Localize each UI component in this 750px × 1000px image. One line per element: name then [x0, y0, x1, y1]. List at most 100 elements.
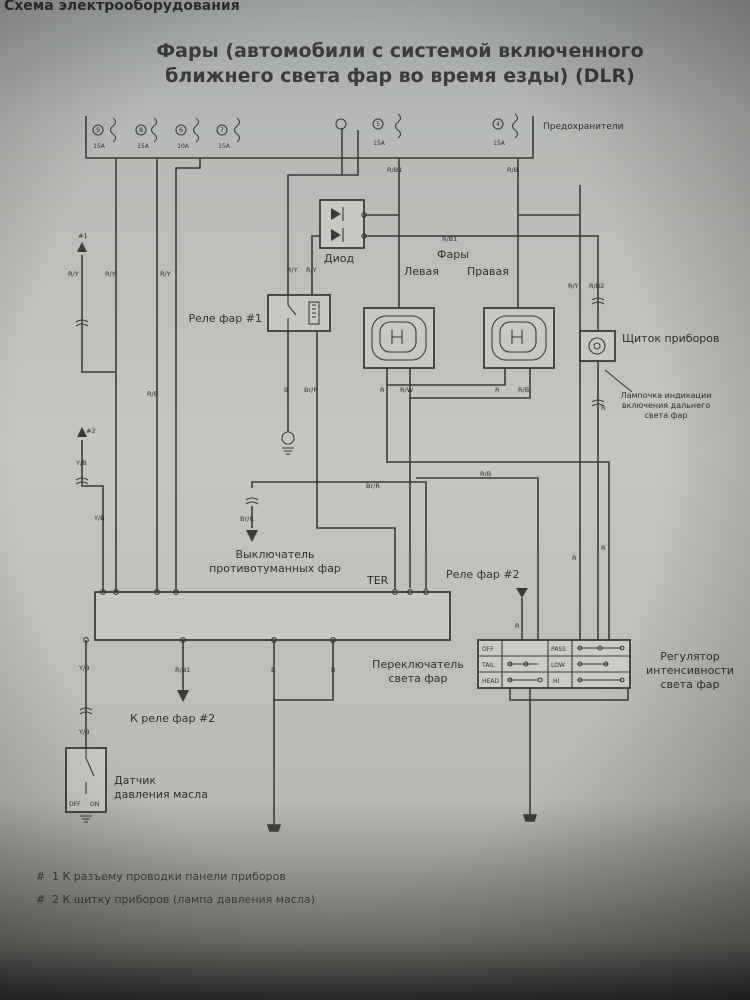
oil-sensor-label-line1: Датчик: [114, 774, 156, 787]
switch-position-table: OFF TAIL HEAD PASS LOW HI Регулятор инте…: [477, 639, 734, 691]
wire-code: Br/R: [366, 482, 380, 490]
wire-code: Br/R: [240, 515, 254, 523]
regulator-label-line3: света фар: [660, 678, 719, 691]
table-mode-low: LOW: [551, 662, 565, 669]
fuse-block-label: Предохранители: [543, 122, 624, 132]
ground-terminal: [522, 814, 538, 822]
running-title: Схема электрооборудования: [4, 0, 240, 14]
light-switch-label-line1: Переключатель: [372, 658, 464, 671]
fuse-7: 7 15A: [216, 117, 241, 150]
fuse-8-rating: 15A: [137, 143, 150, 150]
ter-label: TER: [366, 574, 389, 587]
fog-switch-label-line2: противотуманных фар: [209, 562, 341, 575]
wire-code: R/Y: [287, 266, 298, 274]
wire-code: R: [495, 386, 500, 394]
fuse-7-rating: 15A: [218, 143, 231, 150]
oil-sensor-label-line2: давления масла: [114, 788, 208, 801]
light-switch-label-line2: света фар: [388, 672, 447, 685]
marker-2-label: #2: [86, 427, 96, 435]
wire-code: R/Y: [105, 270, 116, 278]
right-headlight: [483, 307, 555, 369]
light-switch-block: [83, 589, 451, 643]
wire-code: R/B: [518, 386, 529, 394]
to-relay-2: К реле фар #2: [130, 690, 215, 725]
wire-code: R: [601, 404, 606, 412]
wire-code: R: [515, 622, 520, 630]
indicator-label-line2: включения дальнего: [622, 401, 710, 410]
wire-code: R/B: [480, 470, 491, 478]
table-mode-pass: PASS: [551, 646, 566, 653]
fuse-5-rating: 15A: [373, 140, 386, 147]
fog-lamp-switch: Выключатель противотуманных фар: [209, 506, 341, 575]
wire-code: R/B1: [442, 235, 457, 243]
footnotes: # 1 К разъему проводки панели приборов #…: [36, 870, 315, 906]
fuse-4-number: 4: [496, 121, 500, 128]
fuse-8: 8 15A: [135, 117, 158, 150]
footnote-2-text: 2 К щитку приборов (лампа давления масла…: [52, 893, 315, 906]
footnote-2-mark: #: [36, 893, 45, 906]
headlights-label: Фары: [437, 248, 469, 261]
fuse-6-number: 6: [179, 127, 183, 134]
regulator-label-line2: интенсивности: [646, 664, 734, 677]
wire-code: R: [572, 554, 577, 562]
oil-sensor-off: OFF: [69, 801, 81, 808]
wire-code: Y/B: [93, 514, 105, 522]
connector-symbols: [75, 297, 605, 715]
indicator-label-line3: света фар: [645, 411, 688, 420]
fuse-4-rating: 15A: [493, 140, 506, 147]
wire-code: R/B2: [589, 282, 604, 290]
right-headlight-label: Правая: [467, 265, 509, 278]
marker-2: #2: [77, 427, 96, 437]
relay-1-label: Реле фар #1: [188, 312, 262, 325]
wire-code: B: [331, 666, 335, 674]
table-row-off: OFF: [482, 646, 494, 653]
relay-2-label: Реле фар #2: [446, 568, 520, 581]
fuse-9-rating: 15A: [93, 143, 106, 150]
wire-code: B: [284, 386, 288, 394]
headlight-relay-1: Реле фар #1: [188, 294, 331, 332]
left-headlight-label: Левая: [404, 265, 439, 278]
ground-symbol: [281, 431, 295, 455]
wire-code: R/W: [400, 386, 414, 394]
wire-code: R/Y: [68, 270, 79, 278]
headlight-relay-2: Реле фар #2: [446, 568, 528, 598]
oil-pressure-sensor: OFF ON Датчик давления масла: [65, 747, 208, 823]
wire-code: R/B: [507, 166, 518, 174]
footnote-1-text: 1 К разъему проводки панели приборов: [52, 870, 286, 883]
to-relay-2-label: К реле фар #2: [130, 712, 215, 725]
indicator-label-line1: Лампочка индикации: [621, 391, 712, 400]
wire-code: Y/B: [78, 728, 90, 736]
wire-codes: R/Y R/B1 R/B R/Y R/Y R/B2 R/W R/B R/Y R/…: [68, 166, 606, 736]
marker-1: #1: [77, 232, 88, 252]
wire-code: R/Y: [306, 266, 317, 274]
wire-code: R/B1: [387, 166, 402, 174]
fuse-5: 5 15A: [335, 113, 402, 147]
fuse-6: 6 10A: [175, 117, 200, 150]
wire-code: R: [380, 386, 385, 394]
fuse-5-number: 5: [376, 121, 380, 128]
footnote-1-mark: #: [36, 870, 45, 883]
oil-sensor-on: ON: [90, 801, 99, 808]
table-mode-hi: HI: [553, 678, 560, 685]
left-headlight: [363, 307, 435, 369]
fuse-block: 9 15A 8 15A 6 10A 7 15A 5 15A: [85, 113, 624, 159]
fuse-8-number: 8: [139, 127, 143, 134]
ground-terminal: [266, 824, 282, 832]
diagram-title-line1: Фары (автомобили с системой включенного: [156, 40, 643, 62]
diode: Диод: [319, 199, 367, 265]
table-row-tail: TAIL: [481, 662, 495, 669]
fuse-9-number: 9: [96, 127, 100, 134]
diode-label: Диод: [324, 252, 354, 265]
wire-code: R/B1: [175, 666, 190, 674]
instrument-panel-indicator: Щиток приборов Лампочка индикации включе…: [579, 330, 720, 420]
wire-code: R/B: [147, 390, 158, 398]
fuse-6-rating: 10A: [177, 143, 190, 150]
wire-code: Br/R: [304, 386, 318, 394]
fog-switch-label-line1: Выключатель: [235, 548, 314, 561]
diagram-title-line2: ближнего света фар во время езды) (DLR): [165, 65, 635, 87]
wire-code: Y/B: [75, 459, 87, 467]
fuse-7-number: 7: [220, 127, 224, 134]
fuse-4: 4 15A: [492, 113, 519, 147]
fuse-9: 9 15A: [92, 117, 117, 150]
